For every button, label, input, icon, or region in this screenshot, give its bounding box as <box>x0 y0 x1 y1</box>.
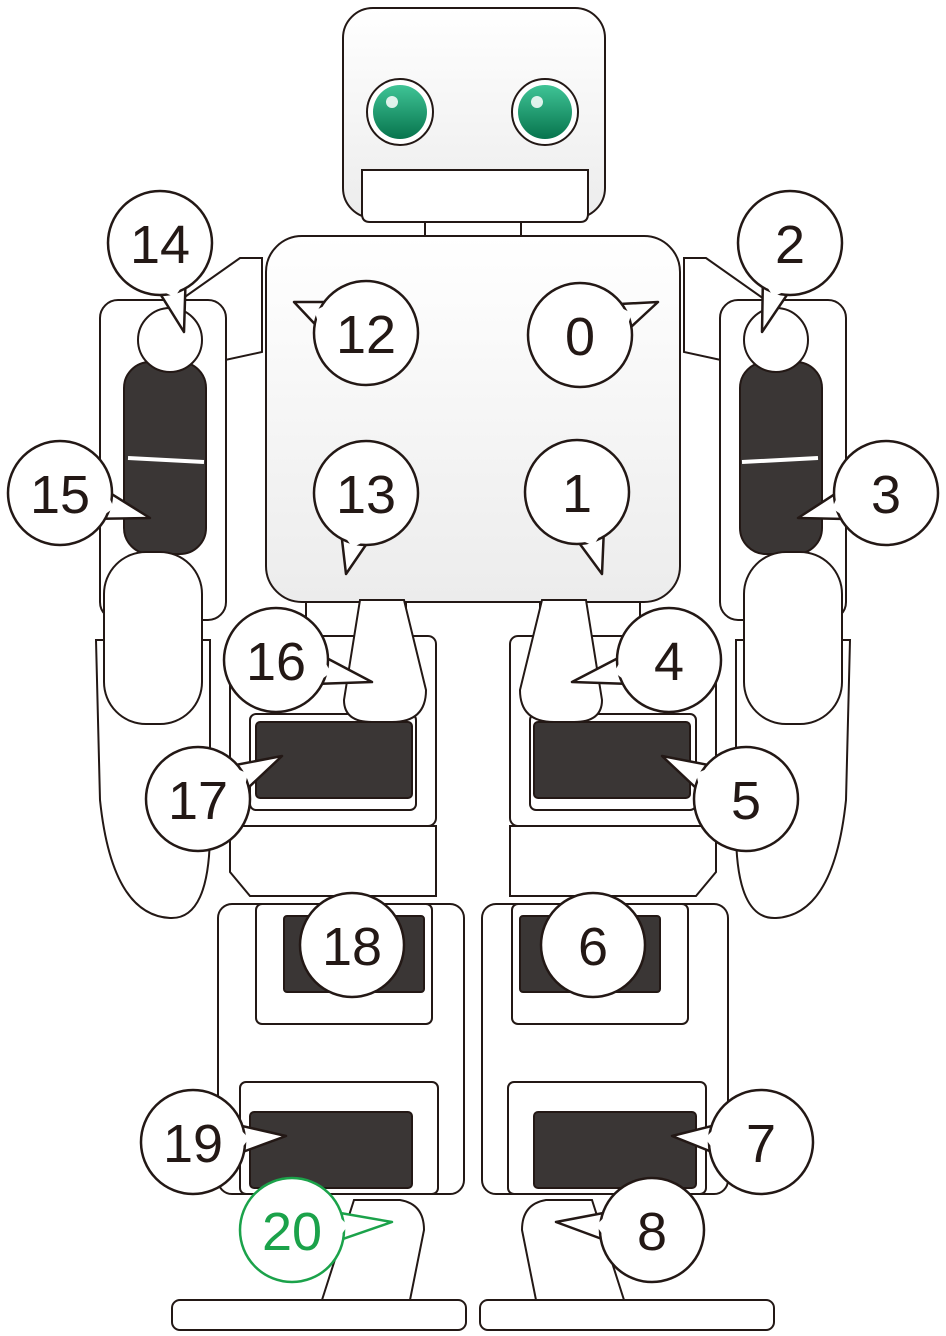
right-ankle-servo <box>533 1111 697 1189</box>
servo-id-label: 13 <box>336 465 396 525</box>
left-shoulder-joint <box>137 307 203 373</box>
callout-bubble <box>832 439 940 547</box>
right-shoulder-joint <box>743 307 809 373</box>
servo-id-label: 17 <box>168 771 228 831</box>
eye-left <box>366 78 434 146</box>
servo-callout-13: 13 <box>312 439 420 576</box>
callout-bubble <box>144 745 252 853</box>
head-mouth-panel <box>361 169 589 223</box>
servo-id-label: 4 <box>654 632 684 692</box>
callout-bubble <box>539 891 647 999</box>
right-foot <box>479 1299 775 1331</box>
servo-callout-0: 0 <box>526 281 660 389</box>
servo-callout-6: 6 <box>539 891 647 999</box>
callout-bubble <box>736 189 844 297</box>
right-thigh-lower <box>509 825 717 897</box>
callout-bubble <box>615 606 723 714</box>
servo-id-label: 2 <box>775 215 805 275</box>
servo-callout-19: 19 <box>139 1088 288 1196</box>
servo-callout-18: 18 <box>298 891 406 999</box>
left-foot <box>171 1299 467 1331</box>
servo-callout-12: 12 <box>292 279 420 387</box>
servo-callout-1: 1 <box>523 438 631 576</box>
right-hip-pitch-servo <box>533 721 691 799</box>
servo-callout-5: 5 <box>660 745 800 853</box>
left-thigh-lower <box>229 825 437 897</box>
robot-torso <box>265 235 681 603</box>
right-elbow-cover <box>743 551 843 725</box>
servo-id-label: 16 <box>246 632 306 692</box>
callout-bubble <box>222 606 330 714</box>
servo-callout-4: 4 <box>570 606 723 714</box>
servo-id-label: 19 <box>163 1114 223 1174</box>
servo-id-label: 7 <box>746 1114 776 1174</box>
callout-bubble <box>692 745 800 853</box>
servo-id-label: 6 <box>578 917 608 977</box>
servo-id-label: 5 <box>731 771 761 831</box>
left-elbow-cover <box>103 551 203 725</box>
servo-callout-14: 14 <box>106 189 214 334</box>
servo-id-label: 8 <box>637 1202 667 1262</box>
servo-id-label: 15 <box>30 465 90 525</box>
servo-callout-16: 16 <box>222 606 374 714</box>
servo-id-label: 3 <box>871 465 901 525</box>
servo-callout-3: 3 <box>796 439 940 547</box>
servo-callout-15: 15 <box>6 439 152 547</box>
callout-bubble <box>6 439 114 547</box>
servo-id-label: 0 <box>565 307 595 367</box>
servo-callout-2: 2 <box>736 189 844 334</box>
servo-callout-8: 8 <box>554 1176 706 1284</box>
callout-bubble <box>523 438 631 546</box>
right-hip-link <box>518 599 604 723</box>
servo-id-label: 12 <box>336 305 396 365</box>
callout-bubble <box>298 891 406 999</box>
left-hip-link <box>342 599 428 723</box>
left-ankle-servo <box>249 1111 413 1189</box>
callout-bubble <box>106 189 214 297</box>
callout-bubble <box>526 281 634 389</box>
callout-bubble <box>312 279 420 387</box>
servo-id-label: 18 <box>322 917 382 977</box>
servo-id-label: 20 <box>262 1202 322 1262</box>
servo-callout-20: 20 <box>238 1176 394 1284</box>
servo-id-label: 14 <box>130 215 190 275</box>
eye-right <box>511 78 579 146</box>
servo-callout-17: 17 <box>144 745 284 853</box>
servo-callout-7: 7 <box>670 1088 815 1196</box>
callout-bubble <box>312 439 420 547</box>
servo-id-label: 1 <box>562 464 592 524</box>
